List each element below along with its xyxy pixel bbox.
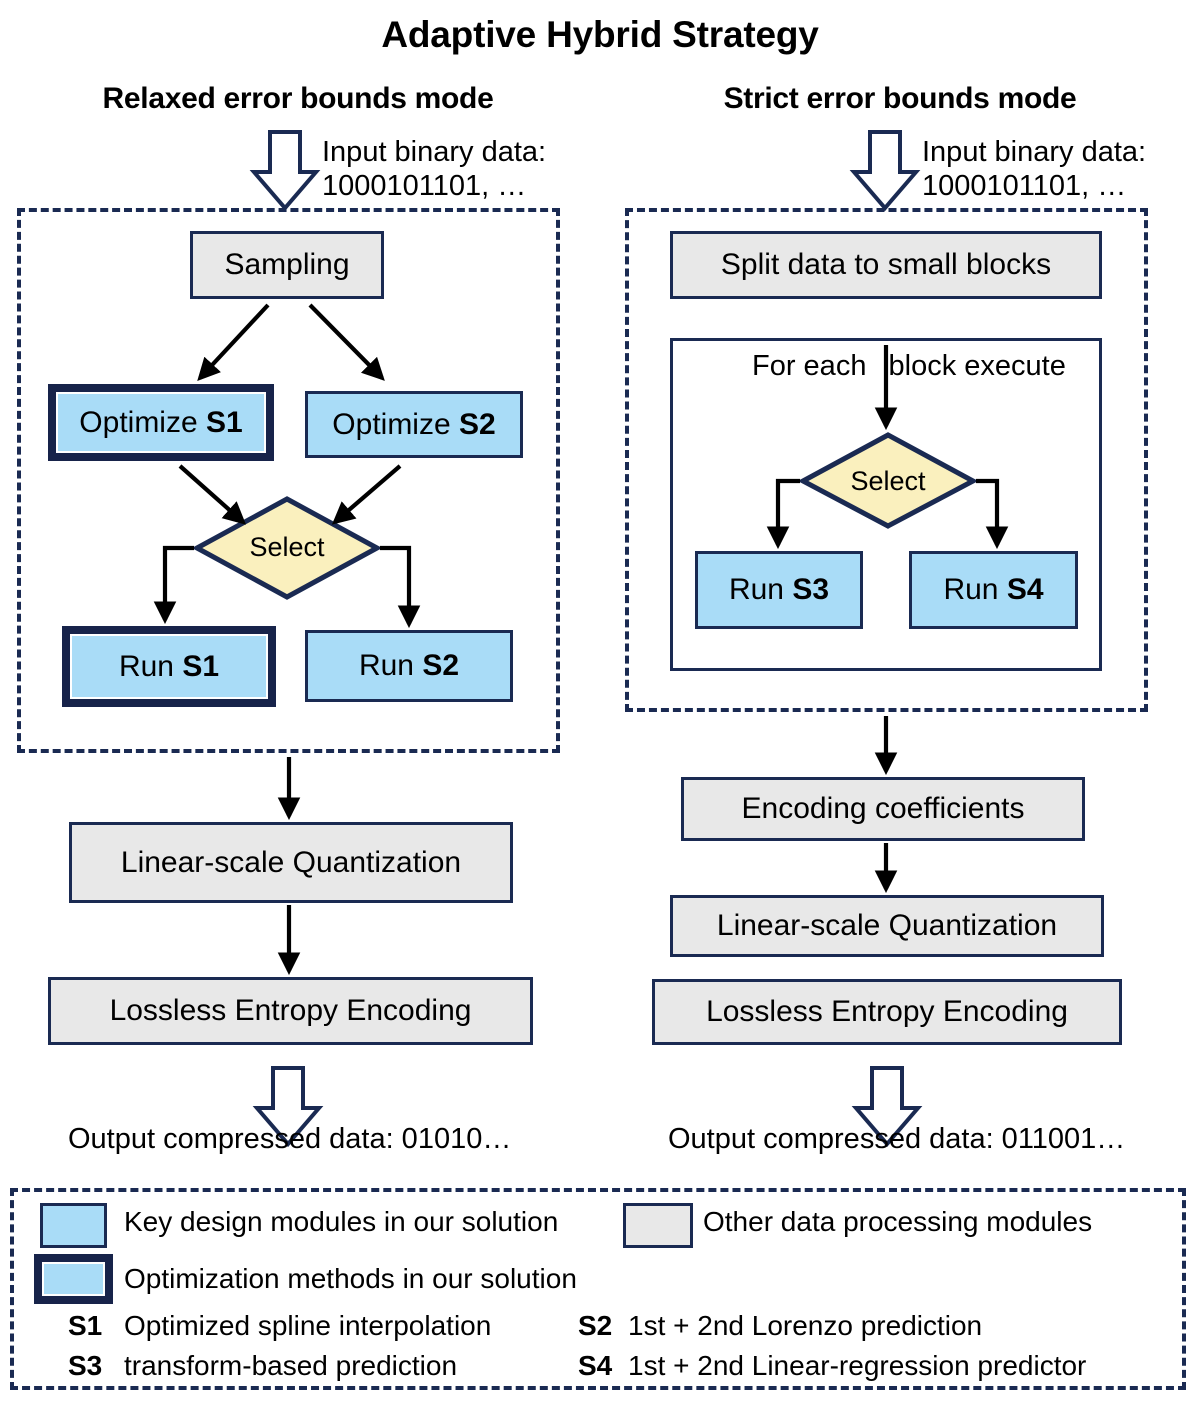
node-run-s4[interactable]: Run S4 xyxy=(909,551,1078,629)
node-sampling[interactable]: Sampling xyxy=(190,231,384,299)
node-optimize-s2-label: Optimize S2 xyxy=(332,407,496,441)
left-input-label-line2: 1000101101, … xyxy=(322,170,527,202)
legend-key-s3: S3 xyxy=(68,1350,103,1381)
node-run-s4-label: Run S4 xyxy=(943,573,1044,607)
legend-key-s2: S2 xyxy=(578,1310,613,1341)
legend-key-s1: S1 xyxy=(68,1310,103,1341)
node-run-s2[interactable]: Run S2 xyxy=(305,630,513,702)
node-run-s1-label: Run S1 xyxy=(118,649,220,683)
right-output-label: Output compressed data: 011001… xyxy=(668,1123,1126,1155)
node-left-entropy[interactable]: Lossless Entropy Encoding xyxy=(48,977,533,1045)
node-optimize-s1-label: Optimize S1 xyxy=(79,405,243,439)
node-right-entropy[interactable]: Lossless Entropy Encoding xyxy=(652,979,1122,1045)
page-title: Adaptive Hybrid Strategy xyxy=(381,14,819,55)
legend-label-other-modules: Other data processing modules xyxy=(703,1206,1093,1237)
node-select-right[interactable] xyxy=(797,432,979,529)
legend-desc-s2: 1st + 2nd Lorenzo prediction xyxy=(628,1310,983,1341)
legend-label-optimization-methods: Optimization methods in our solution xyxy=(124,1263,577,1294)
legend-swatch-other-modules xyxy=(623,1203,693,1248)
legend-swatch-optimization-methods xyxy=(34,1254,113,1304)
left-input-arrow-icon xyxy=(249,130,321,212)
node-right-entropy-label: Lossless Entropy Encoding xyxy=(706,995,1068,1029)
left-output-arrow-icon xyxy=(252,1066,324,1148)
node-right-quantization-label: Linear-scale Quantization xyxy=(716,909,1058,943)
right-input-label-line2: 1000101101, … xyxy=(922,170,1127,202)
right-input-label-line1: Input binary data: xyxy=(922,136,1147,168)
legend-swatch-key-design xyxy=(40,1203,107,1248)
legend-desc-s3: transform-based prediction xyxy=(124,1350,458,1381)
legend-container xyxy=(10,1188,1186,1390)
legend-key-s4: S4 xyxy=(578,1350,613,1381)
node-encoding-coefficients[interactable]: Encoding coefficients xyxy=(681,777,1085,841)
right-output-arrow-icon xyxy=(851,1066,923,1148)
legend-desc-s4: 1st + 2nd Linear-regression predictor xyxy=(628,1350,1087,1381)
node-sampling-label: Sampling xyxy=(224,248,350,282)
right-mode-title: Strict error bounds mode xyxy=(723,82,1077,115)
node-run-s3-label: Run S3 xyxy=(728,573,830,607)
for-each-block-label: For each block execute xyxy=(752,350,1066,382)
node-run-s2-label: Run S2 xyxy=(358,649,460,683)
right-input-arrow-icon xyxy=(849,130,921,212)
node-run-s3[interactable]: Run S3 xyxy=(695,551,863,629)
node-right-quantization[interactable]: Linear-scale Quantization xyxy=(670,895,1104,957)
node-optimize-s1[interactable]: Optimize S1 xyxy=(48,384,274,461)
node-left-quantization-label: Linear-scale Quantization xyxy=(120,845,462,879)
node-select-right-label: Select xyxy=(850,466,926,496)
node-optimize-s2[interactable]: Optimize S2 xyxy=(305,391,523,458)
node-left-quantization[interactable]: Linear-scale Quantization xyxy=(69,822,513,903)
right-panel-container xyxy=(625,208,1148,712)
legend-desc-s1: Optimized spline interpolation xyxy=(124,1310,492,1341)
node-encoding-coefficients-label: Encoding coefficients xyxy=(741,792,1025,826)
legend-label-key-design: Key design modules in our solution xyxy=(124,1206,559,1237)
node-run-s1[interactable]: Run S1 xyxy=(62,626,276,707)
node-split-data-label: Split data to small blocks xyxy=(720,248,1052,282)
node-left-entropy-label: Lossless Entropy Encoding xyxy=(109,994,472,1028)
left-output-label: Output compressed data: 01010… xyxy=(68,1123,512,1155)
left-mode-title: Relaxed error bounds mode xyxy=(102,82,494,115)
node-select-left-label: Select xyxy=(249,532,325,562)
node-split-data[interactable]: Split data to small blocks xyxy=(670,231,1102,299)
left-panel-container xyxy=(17,208,560,753)
left-input-label-line1: Input binary data: xyxy=(322,136,547,168)
